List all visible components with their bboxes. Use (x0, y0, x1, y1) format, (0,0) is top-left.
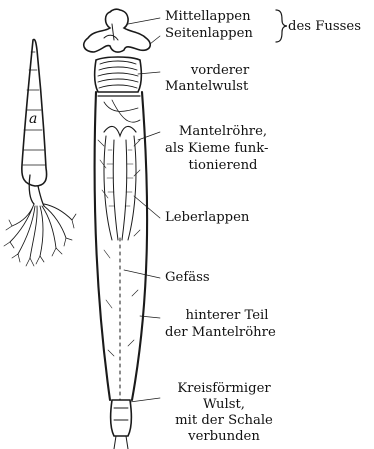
figure-letter-a: a (29, 111, 37, 127)
gill-folds (104, 100, 140, 240)
label-seitenlappen: Seitenlappen (165, 26, 253, 41)
label-kreisfoermiger: Kreisförmiger (165, 381, 283, 396)
label-mit-der-schale: mit der Schale (165, 413, 283, 428)
anterior-mantle-bulge (95, 57, 142, 92)
shell-figure-a (4, 39, 76, 266)
label-der-mantelroehre: der Mantelröhre (165, 325, 276, 340)
label-leberlappen: Leberlappen (165, 210, 249, 225)
label-mantelroehre: Mantelröhre, (165, 124, 281, 139)
posterior-ring-bulge (111, 400, 132, 449)
mantle-tube (95, 92, 148, 400)
label-wulst: Wulst, (165, 397, 283, 412)
label-vorderer: vorderer (165, 63, 275, 78)
label-brace (276, 10, 287, 42)
label-mantelwulst: Mantelwulst (165, 79, 248, 94)
foot-lobes (84, 9, 151, 52)
label-gefaess: Gefäss (165, 270, 210, 285)
label-des-fusses: des Fusses (288, 19, 361, 34)
label-tionierend: tionierend (165, 158, 281, 173)
label-als-kieme: als Kieme funk- (165, 141, 269, 156)
label-hinterer-teil: hinterer Teil (165, 308, 289, 323)
label-mittellappen: Mittellappen (165, 9, 251, 24)
label-verbunden: verbunden (165, 429, 283, 444)
